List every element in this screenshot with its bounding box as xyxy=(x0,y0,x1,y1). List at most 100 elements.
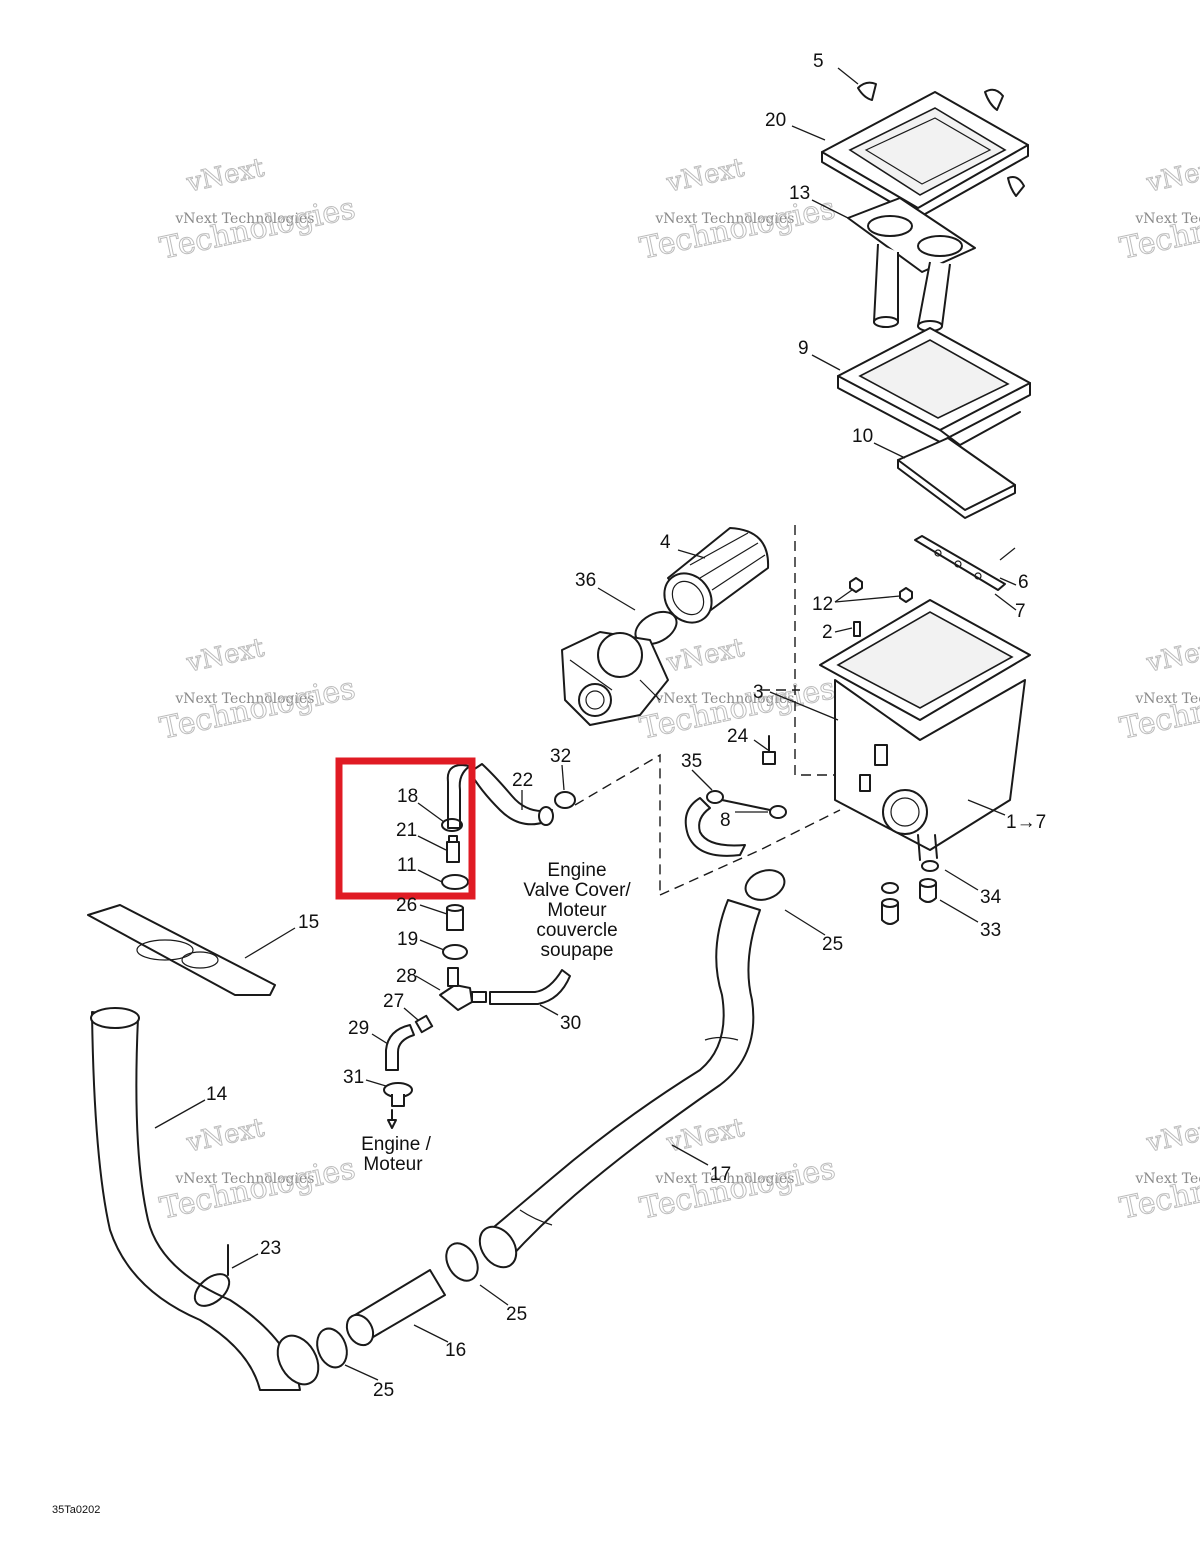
svg-text:Engine /: Engine / xyxy=(361,1134,431,1155)
assembly-guides xyxy=(574,525,841,896)
callout-label: 31 xyxy=(343,1067,364,1088)
watermark: vNext vNext Technologies Technologies xyxy=(156,632,358,747)
intake-bellows xyxy=(663,527,770,624)
svg-text:vNext: vNext xyxy=(663,633,747,679)
cover-plate xyxy=(87,904,276,996)
callout-label: 35 xyxy=(681,751,702,772)
parts xyxy=(87,81,1031,1391)
callout-label: 25 xyxy=(373,1380,394,1401)
hose-part xyxy=(684,790,787,857)
svg-text:vNext Technologies: vNext Technologies xyxy=(1134,1171,1200,1187)
fitting-part xyxy=(446,835,460,863)
callout-label: 10 xyxy=(852,426,873,447)
watermark: vNext vNext Technologies Technologies xyxy=(1116,152,1200,267)
bolt-part xyxy=(762,735,776,765)
watermark: vNext vNext Technologies Technologies xyxy=(1116,632,1200,747)
clip-part xyxy=(857,81,1025,197)
svg-text:Engine: Engine xyxy=(547,860,606,881)
watermark: vNext vNext Technologies Technologies xyxy=(1116,1112,1200,1227)
svg-text:Technologies: Technologies xyxy=(1117,671,1200,747)
svg-text:vNext Technologies: vNext Technologies xyxy=(1134,691,1200,707)
highlight-box[interactable] xyxy=(335,757,476,900)
svg-text:vNext: vNext xyxy=(663,153,747,199)
drawing-code: 35Ta0202 xyxy=(52,1504,100,1516)
svg-text:vNext Technologies: vNext Technologies xyxy=(174,1171,314,1187)
clamp-part xyxy=(445,1242,479,1282)
callout-label: 32 xyxy=(550,746,571,767)
callout-label: 8 xyxy=(720,810,731,831)
callout-label: 11 xyxy=(397,855,417,876)
svg-text:vNext Technologies: vNext Technologies xyxy=(1134,211,1200,227)
callout-label: 12 xyxy=(812,594,833,615)
svg-text:Technologies: Technologies xyxy=(1117,1151,1200,1227)
svg-text:vNext: vNext xyxy=(183,153,267,199)
callout-label: 17 xyxy=(710,1164,731,1185)
svg-text:Technologies: Technologies xyxy=(157,191,358,267)
callout-label: 34 xyxy=(980,887,1002,908)
svg-text:Technologies: Technologies xyxy=(157,1151,358,1227)
leader-lines xyxy=(154,67,1017,1381)
clamp-part xyxy=(193,1244,231,1307)
clamp-part xyxy=(316,1327,348,1369)
callout-label: 30 xyxy=(560,1013,581,1034)
callout-label: 21 xyxy=(396,820,417,841)
engine-note: Engine / Moteur xyxy=(361,1134,431,1175)
fitting-part xyxy=(414,1014,434,1034)
svg-text:Moteur: Moteur xyxy=(547,900,607,921)
clamp-part xyxy=(441,874,469,890)
svg-text:vNext: vNext xyxy=(183,633,267,679)
callout-label: 1→7 xyxy=(1006,812,1046,833)
exhaust-pipe-left xyxy=(90,1007,320,1391)
svg-text:Valve Cover/: Valve Cover/ xyxy=(523,880,631,901)
svg-text:vNext: vNext xyxy=(1143,633,1200,679)
callout-label: 22 xyxy=(512,770,533,791)
clamp-part xyxy=(554,791,576,809)
callout-label: 13 xyxy=(789,183,810,204)
guide-outlet xyxy=(659,809,841,896)
callout-label: 25 xyxy=(506,1304,527,1325)
callout-label: 9 xyxy=(798,338,809,359)
airbox-lid xyxy=(821,91,1029,219)
airbox-body xyxy=(819,599,1031,861)
bracket-strip xyxy=(914,535,1016,591)
callout-label: 19 xyxy=(397,929,418,950)
svg-text:couvercle: couvercle xyxy=(536,920,617,941)
guide-airbox xyxy=(794,525,835,776)
clamp-part xyxy=(744,869,786,901)
callout-label: 29 xyxy=(348,1018,369,1039)
hose-part xyxy=(385,1024,415,1071)
valve-cover-note: Engine Valve Cover/ Moteur couvercle sou… xyxy=(523,860,631,961)
exhaust-pipe-right xyxy=(478,899,761,1269)
clamp-part xyxy=(442,944,468,960)
clamp-part xyxy=(441,818,463,832)
callout-label: 24 xyxy=(727,726,749,747)
callout-label: 27 xyxy=(383,991,404,1012)
filter-tray xyxy=(837,327,1031,446)
callout-label: 28 xyxy=(396,966,417,987)
callout-label: 36 xyxy=(575,570,596,591)
callout-label: 33 xyxy=(980,920,1001,941)
watermarks: vNext vNext Technologies Technologies vN… xyxy=(156,152,1200,1227)
svg-text:vNext: vNext xyxy=(183,1113,267,1159)
svg-text:Technologies: Technologies xyxy=(637,1151,838,1227)
callout-label: 14 xyxy=(206,1084,228,1105)
svg-text:vNext Technologies: vNext Technologies xyxy=(174,211,314,227)
callout-label: 16 xyxy=(445,1340,466,1361)
callout-label: 2 xyxy=(822,622,833,643)
snorkel-plate xyxy=(847,197,976,332)
callout-label: 26 xyxy=(396,895,417,916)
hose-part xyxy=(489,969,571,1005)
svg-text:vNext: vNext xyxy=(1143,1113,1200,1159)
callout-label: 6 xyxy=(1018,572,1029,593)
svg-text:vNext: vNext xyxy=(1143,153,1200,199)
callout-label: 7 xyxy=(1015,601,1026,622)
svg-text:vNext Technologies: vNext Technologies xyxy=(654,1171,794,1187)
svg-text:vNext Technologies: vNext Technologies xyxy=(654,691,794,707)
svg-text:vNext: vNext xyxy=(663,1113,747,1159)
filter-pad xyxy=(897,437,1016,519)
callout-label: 23 xyxy=(260,1238,281,1259)
svg-text:vNext Technologies: vNext Technologies xyxy=(174,691,314,707)
carburetor xyxy=(561,631,669,726)
sleeve-part xyxy=(345,1269,446,1347)
